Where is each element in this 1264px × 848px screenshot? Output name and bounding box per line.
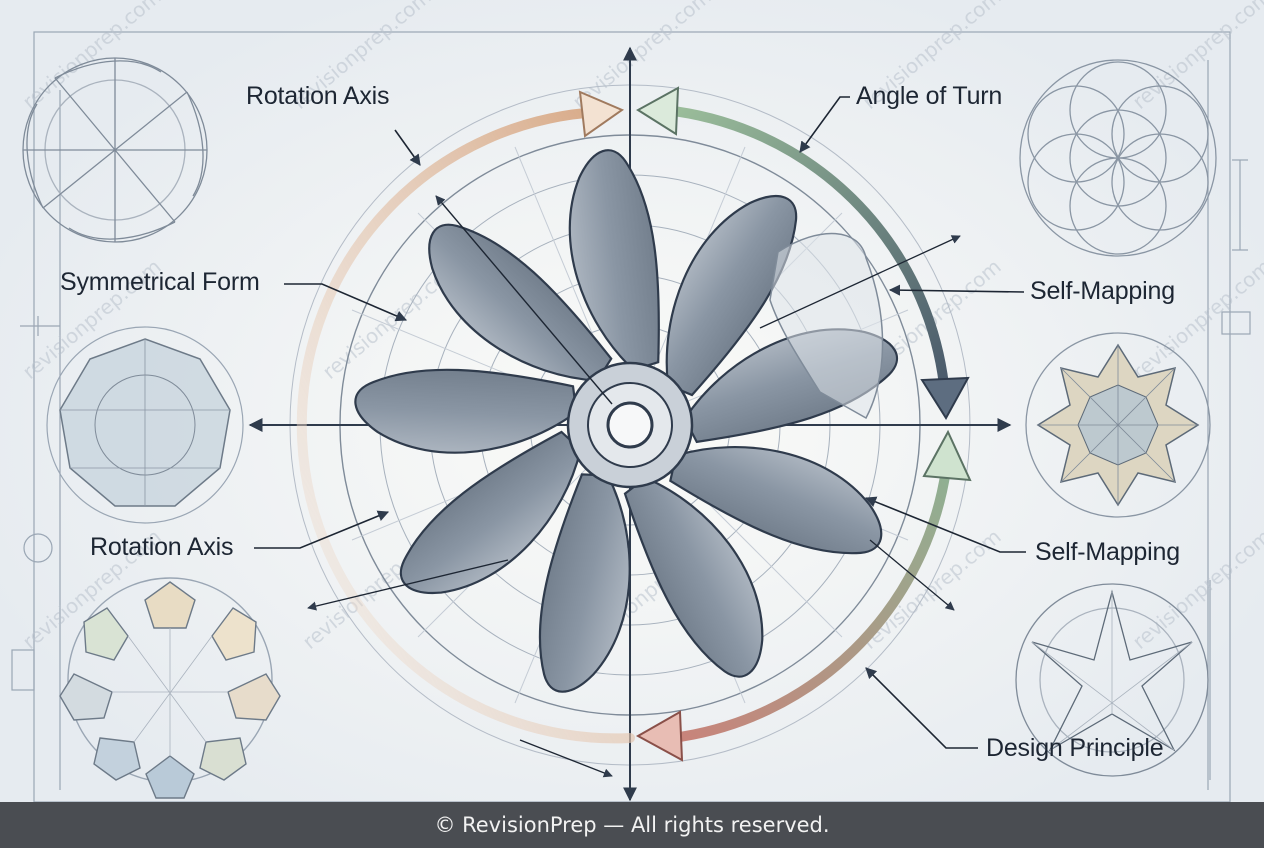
fan-blade: [665, 194, 798, 397]
fan-blade: [399, 430, 582, 595]
ghost-blade: [769, 232, 884, 420]
label-angle-of-turn: Angle of Turn: [856, 82, 1003, 110]
rotation-arrows: [296, 86, 972, 762]
figure-flower-of-life: [1019, 59, 1217, 257]
dark-arrowhead-icon: [920, 376, 970, 420]
orange-arrowhead-icon: [578, 90, 625, 138]
green-arrowhead-bottom-icon: [922, 429, 972, 482]
label-rotation-axis-top: Rotation Axis: [246, 82, 390, 110]
fan-blade: [354, 368, 578, 454]
label-rotation-axis-left: Rotation Axis: [90, 533, 234, 561]
copyright-footer: © RevisionPrep — All rights reserved.: [0, 802, 1264, 848]
leader-lines: [254, 96, 1026, 778]
figure-pentagon-ring: [59, 577, 281, 799]
figure-eight-point-star: [1025, 332, 1211, 518]
figure-nonagon: [46, 326, 244, 524]
red-arrowhead-icon: [635, 710, 684, 762]
fan-propeller: [354, 149, 899, 693]
fan-blade: [568, 149, 660, 372]
fan-blade: [538, 473, 631, 693]
green-arrowhead-top-icon: [636, 86, 680, 136]
fan-blade: [623, 476, 764, 678]
hub-bore: [606, 401, 654, 449]
copyright-text: © RevisionPrep — All rights reserved.: [434, 813, 830, 837]
label-self-mapping-upper: Self-Mapping: [1030, 277, 1175, 305]
figure-pinwheel-sketch: [22, 57, 208, 243]
fan-blade: [428, 223, 613, 382]
label-design-principle: Design Principle: [986, 734, 1164, 762]
figure-star-sketch: [1015, 583, 1209, 777]
label-self-mapping-lower: Self-Mapping: [1035, 538, 1180, 566]
fan-blade: [669, 446, 883, 555]
label-symmetrical-form: Symmetrical Form: [60, 268, 260, 296]
